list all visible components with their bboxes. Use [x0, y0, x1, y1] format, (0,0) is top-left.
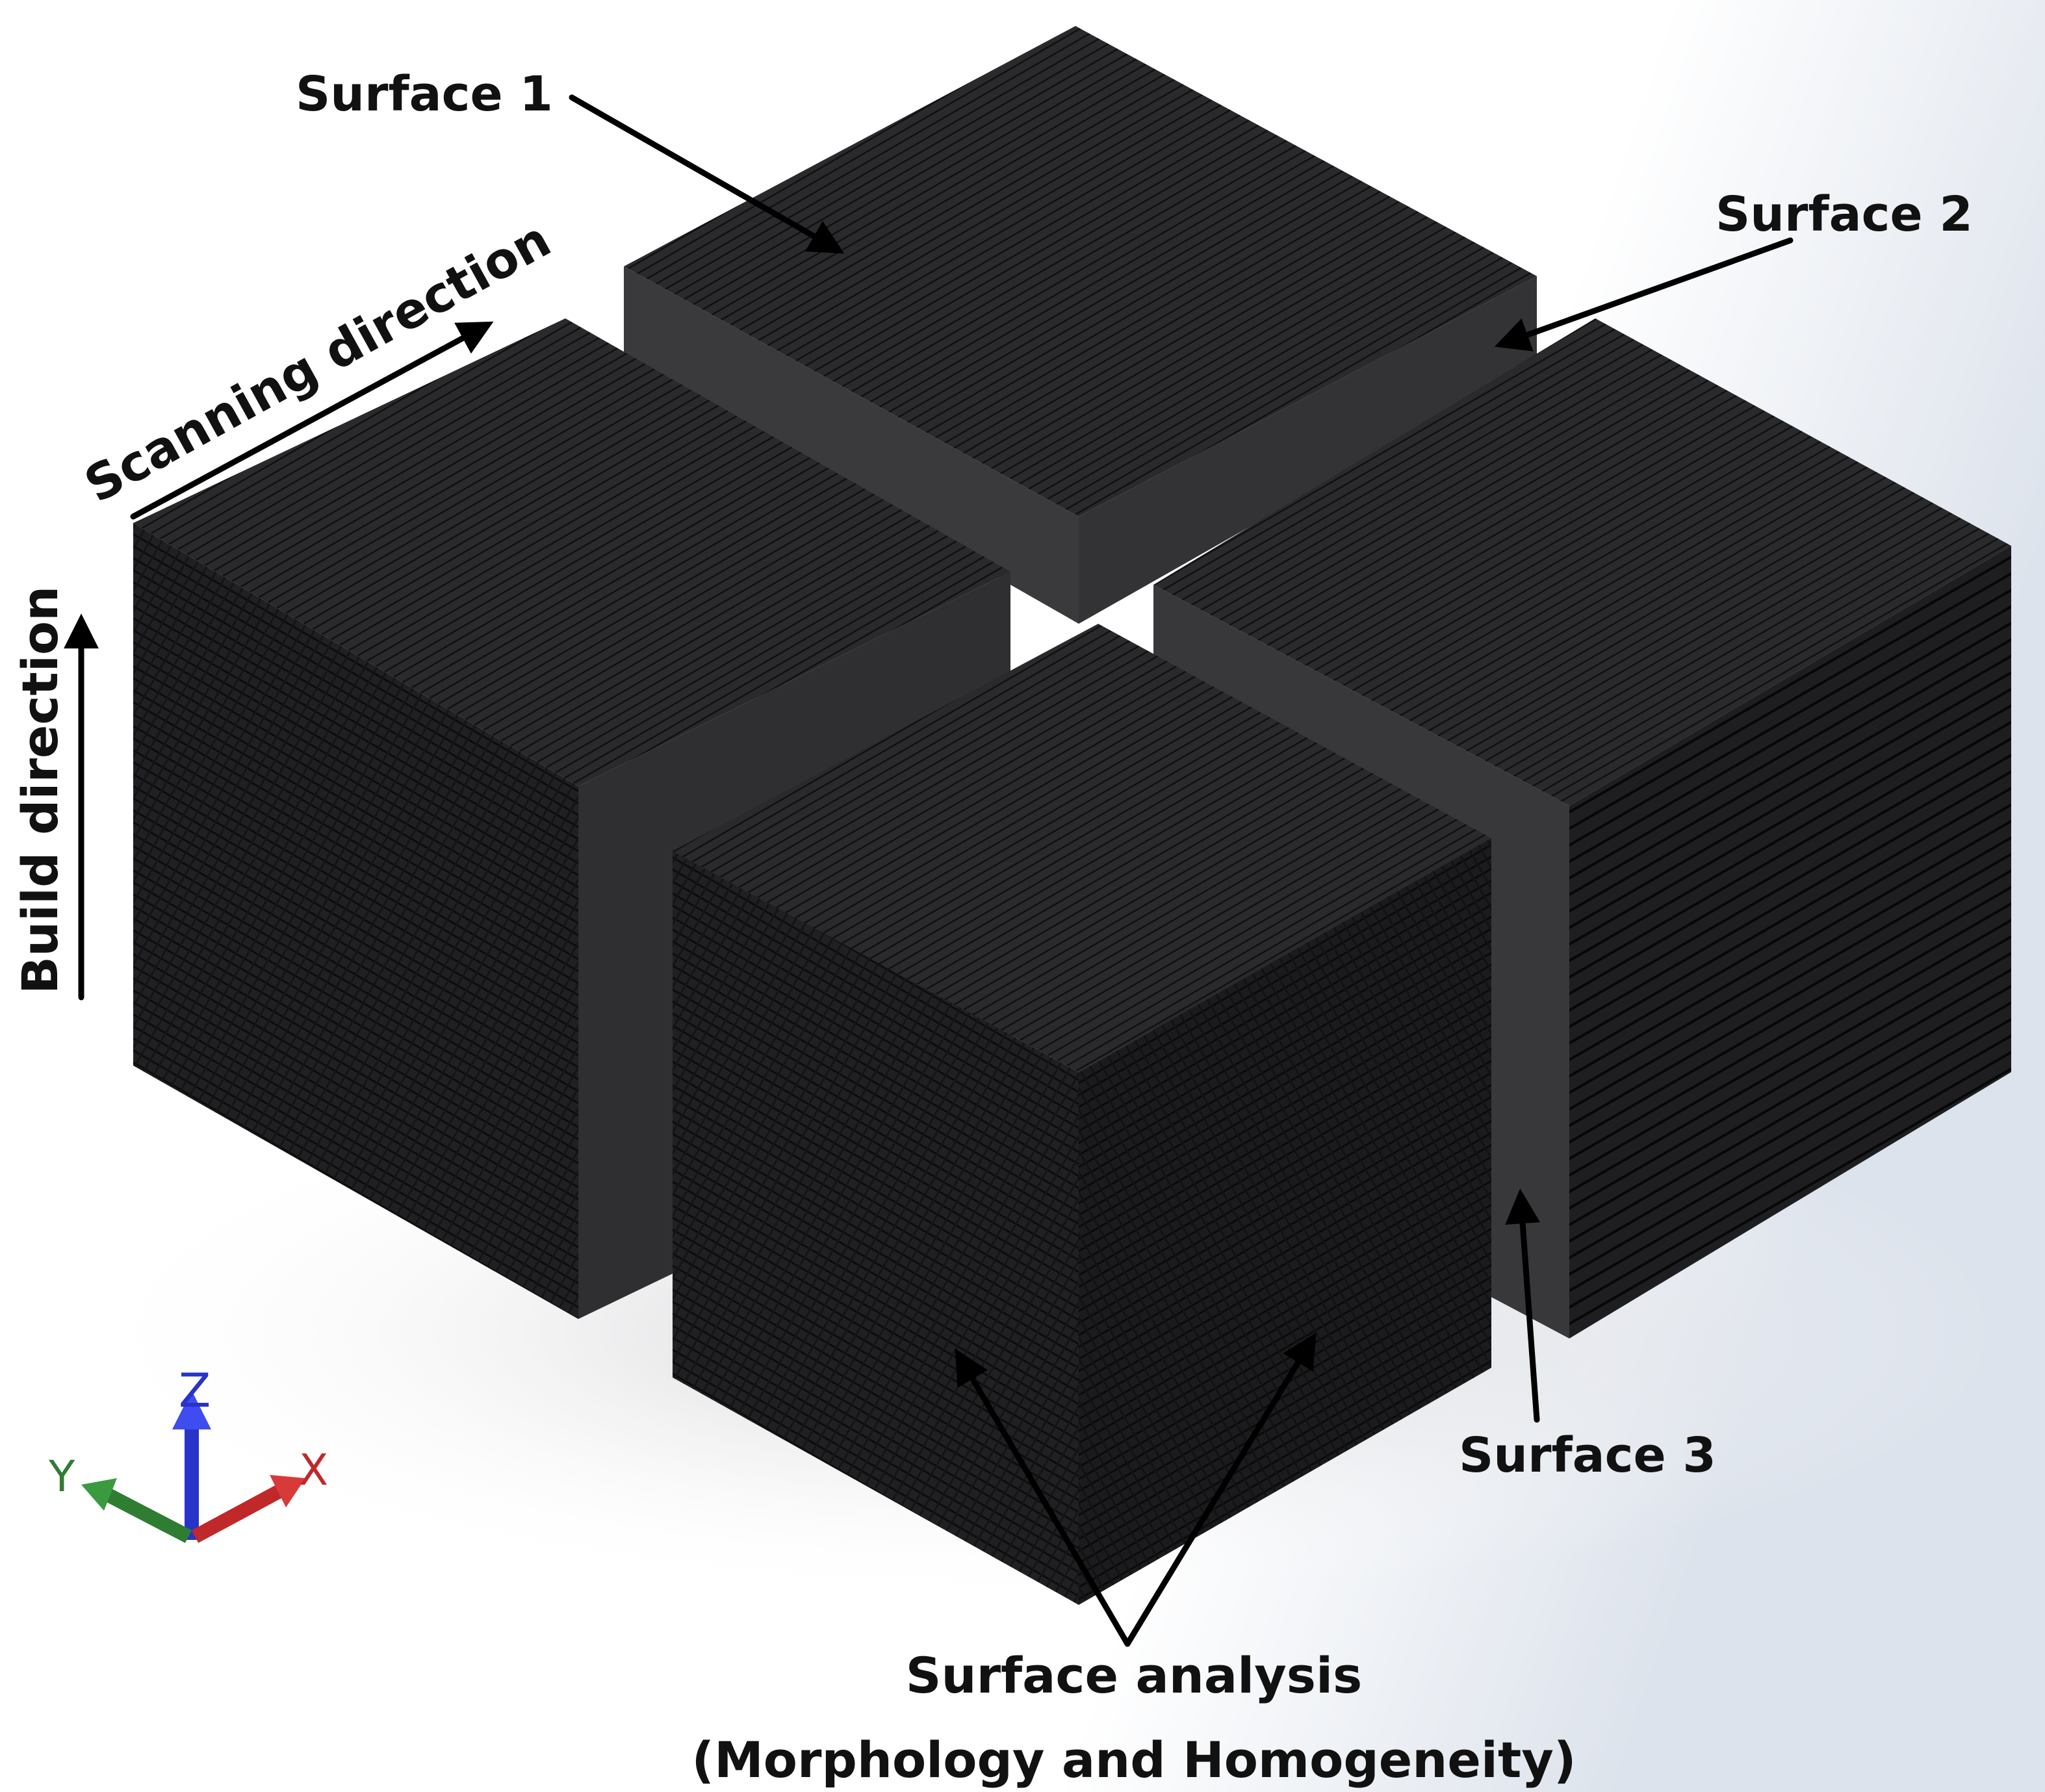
z-axis-head: [172, 1390, 211, 1429]
left-cube-top-face: [133, 318, 1010, 786]
right-cube-top-face: [1153, 318, 2011, 806]
back-cube-right-cut-face: [1079, 276, 1537, 624]
front-cube-top-face: [673, 624, 1491, 1072]
y-axis-head: [81, 1478, 117, 1511]
front-cube-left-face: [673, 851, 1079, 1605]
analysis-label-line-1: Surface analysis: [906, 1646, 1363, 1704]
surface-2-label: Surface 2: [1716, 186, 1973, 242]
annotation-arrows: [64, 94, 1794, 1647]
surface-3-label: Surface 3: [1459, 1427, 1716, 1483]
surface-1-label: Surface 1: [296, 66, 553, 122]
front-cube-right-face: [1079, 838, 1491, 1605]
y-axis-label: Y: [48, 1452, 75, 1502]
surface-2-arrow: [1494, 237, 1794, 352]
left-cube-left-face: [133, 523, 578, 1319]
surface-1-arrow: [569, 94, 845, 254]
front-cube: [673, 624, 1491, 1605]
coordinate-triad: Z X Y: [48, 1363, 328, 1543]
analysis-arrow-left: [955, 1348, 1131, 1647]
analysis-arrow-right: [1124, 1332, 1317, 1647]
back-cube: [624, 26, 1537, 624]
z-axis-label: Z: [179, 1363, 211, 1418]
scanning-direction-arrow: [130, 321, 494, 520]
back-cube-top-face: [624, 26, 1537, 517]
surface-3-arrow: [1505, 1188, 1541, 1423]
x-axis-head: [270, 1475, 305, 1507]
x-axis-line: [191, 1485, 283, 1543]
build-direction-label: Build direction: [11, 586, 69, 994]
back-cube-left-cut-face: [624, 266, 1079, 624]
analysis-label-line-2: (Morphology and Homogeneity): [691, 1731, 1576, 1789]
x-axis-label: X: [299, 1445, 328, 1495]
y-axis-line: [103, 1488, 192, 1543]
right-cube-right-face: [1569, 546, 2011, 1338]
